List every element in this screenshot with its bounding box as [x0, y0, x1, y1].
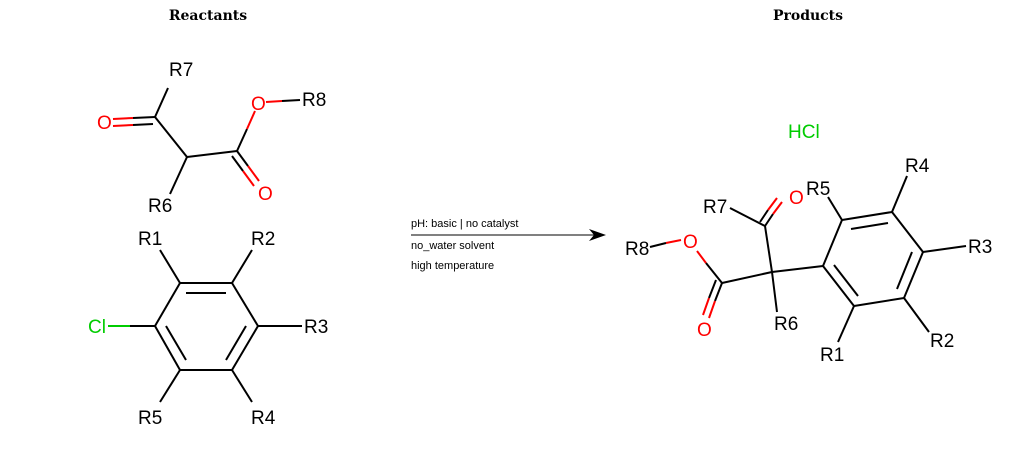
bond-calpha-r6: [169, 156, 188, 195]
bond-c-o-ketone-a: [132, 116, 156, 119]
bond-cester-odbl-b: [231, 155, 244, 172]
p-ring-bond-4: [903, 251, 924, 299]
p-bond-r2: [903, 297, 930, 333]
bond-odbl-a: [247, 165, 260, 182]
arrow-head: [589, 229, 606, 241]
p-ring-inner-2: [896, 251, 913, 290]
bond-odbl-a: [708, 300, 716, 319]
r1-label: R1: [138, 229, 162, 250]
ester-oxygen-double: O: [258, 184, 273, 205]
bond-cq-cester: [721, 271, 773, 284]
p-ring-bond-3: [891, 211, 924, 253]
bond-calpha-cester: [186, 150, 238, 158]
reactants-header: Reactants: [168, 8, 248, 24]
bond-ketone-o-b: [767, 197, 778, 211]
bond-o-r8-red: [265, 100, 283, 103]
r8-label: R8: [302, 90, 326, 111]
bond-cester-o: [705, 262, 723, 284]
ring-bond-2: [231, 282, 259, 327]
r5-label: R5: [138, 408, 162, 429]
r3-label: R3: [304, 317, 328, 338]
bond-cester-odbl-b: [708, 279, 717, 299]
condition-solvent: no_water solvent: [411, 240, 495, 252]
bond-r1: [159, 249, 181, 284]
bond-r4: [231, 369, 253, 403]
p-ring-inner-1: [850, 222, 889, 230]
p-r1-label: R1: [820, 345, 844, 366]
bond-c-o-ketone-b: [132, 123, 154, 126]
bond-odbl-b: [242, 170, 255, 187]
condition-ph: pH: basic | no catalyst: [411, 218, 519, 230]
p-ketone-oxygen: O: [789, 188, 804, 209]
reactant-chloroarene: R1 R2 R3 R4 R5 Cl: [88, 229, 328, 429]
p-ester-oxygen-single: O: [683, 232, 698, 253]
bond-c-calpha: [154, 116, 188, 158]
bond-cq-cketone: [764, 225, 773, 273]
product-structure: O R7 R5 R4 R3 R2 R1 R6 O R8 O HCl: [625, 122, 992, 366]
bond-o-r8-red: [665, 239, 682, 244]
bond-cester-odbl-a: [236, 150, 249, 167]
bond-ketone-o-a: [772, 201, 783, 215]
p-ester-oxygen-double: O: [697, 320, 712, 341]
p-r6-label: R6: [774, 314, 798, 335]
bond-o-ketone-b: [112, 124, 134, 127]
p-ring-inner-3: [833, 264, 859, 297]
p-ring-bond-2: [841, 211, 893, 221]
bond-cq-ring: [771, 265, 824, 273]
ring-bond-6: [154, 282, 181, 327]
p-r3-label: R3: [968, 237, 992, 258]
reaction-arrow: [411, 229, 606, 241]
p-r2-label: R2: [930, 331, 954, 352]
ring-inner-3: [165, 325, 187, 361]
p-ring-bond-5: [853, 297, 905, 307]
p-r7-label: R7: [703, 197, 727, 218]
r7-label: R7: [169, 60, 193, 81]
ring-bond-5: [154, 325, 181, 371]
r6-label: R6: [148, 196, 172, 217]
bond-odbl-b: [702, 297, 710, 316]
ester-oxygen-single: O: [251, 94, 266, 115]
bond-cester-o: [236, 128, 248, 152]
p-r8-label: R8: [625, 239, 649, 260]
bond-cketone-o-a: [764, 213, 774, 227]
p-bond-r5: [827, 196, 843, 221]
p-r4-label: R4: [905, 156, 930, 177]
p-bond-r4: [891, 175, 908, 213]
bond-o-r8: [649, 242, 667, 248]
bond-o-ester-single: [246, 110, 256, 130]
r2-label: R2: [251, 229, 275, 250]
hcl-byproduct: HCl: [788, 122, 820, 143]
p-ring-bond-1: [822, 219, 843, 267]
bond-r5: [159, 369, 181, 403]
ring-bond-3: [231, 325, 259, 371]
r4-label: R4: [251, 408, 276, 429]
condition-temperature: high temperature: [411, 260, 495, 272]
bond-c-r7: [154, 87, 169, 118]
bond-cq-r6: [771, 271, 778, 313]
p-bond-r1: [837, 305, 855, 343]
p-ring-bond-6: [822, 265, 855, 307]
ketone-oxygen: O: [97, 113, 112, 134]
p-bond-r3: [922, 245, 967, 253]
bond-cketone-o-b: [759, 209, 769, 223]
chlorine-label: Cl: [88, 317, 106, 338]
p-r5-label: R5: [806, 179, 830, 200]
reactant-ketoester: R7 O R6 O R8 O: [97, 60, 326, 217]
bond-o-ketone-a: [112, 117, 134, 120]
bond-r2: [231, 249, 253, 284]
bond-ester-o-single: [696, 250, 707, 264]
bond-cketone-r7: [729, 207, 766, 227]
bond-cester-odbl-a: [714, 282, 723, 302]
bond-o-r8: [281, 99, 301, 102]
products-header: Products: [772, 8, 844, 24]
ring-inner-2: [225, 325, 247, 361]
